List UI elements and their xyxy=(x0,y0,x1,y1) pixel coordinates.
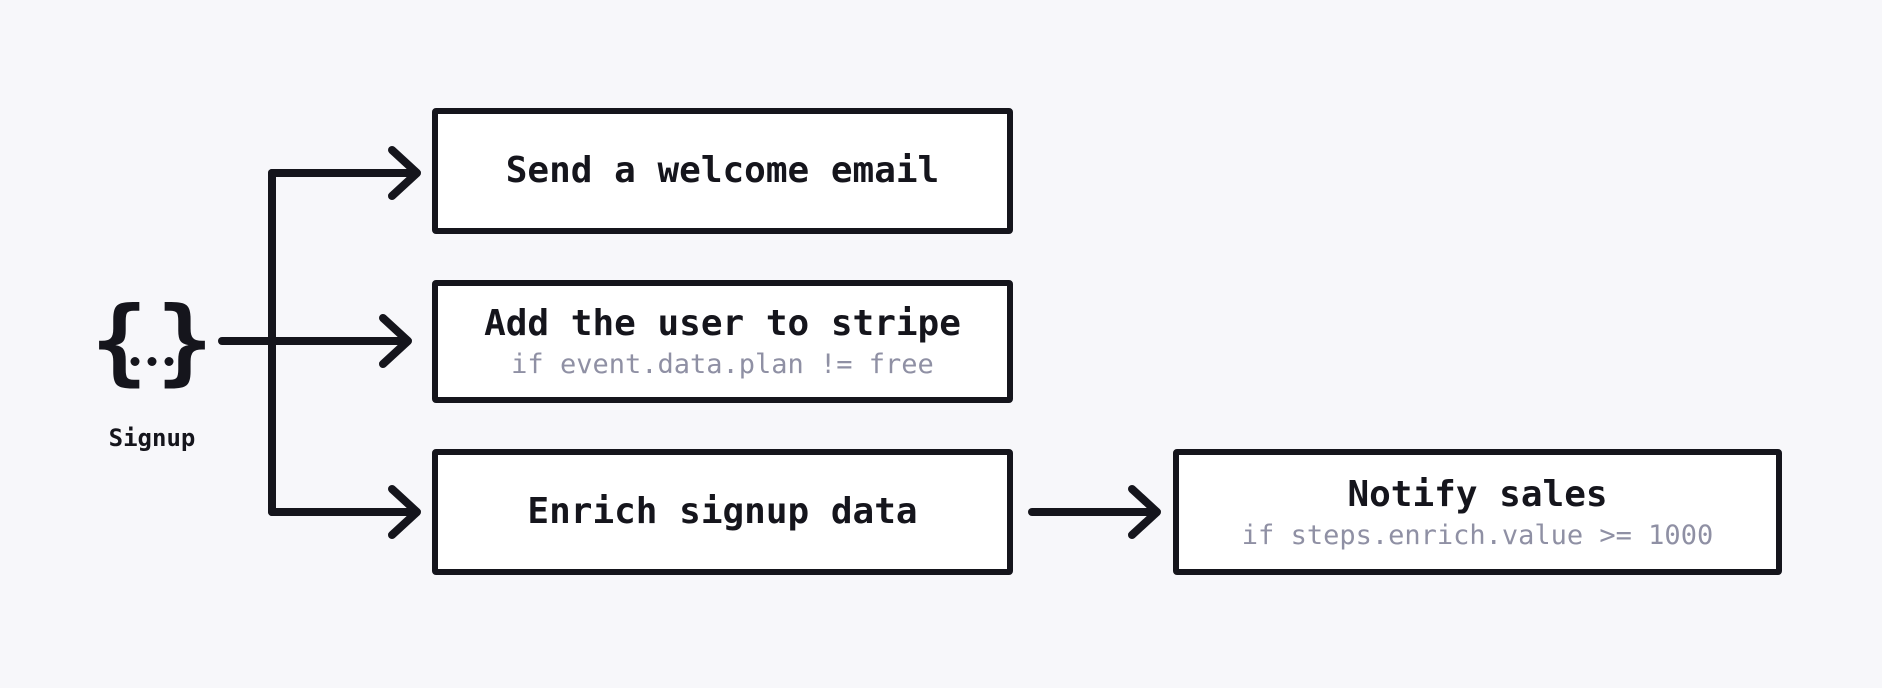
event-label: Signup xyxy=(108,424,196,452)
arrowhead-notify-step-icon xyxy=(1128,485,1161,539)
arrowhead-enrich-step-icon xyxy=(388,485,421,539)
left-brace-glyph: { xyxy=(91,287,148,396)
step-notify-sales: Notify sales if steps.enrich.value >= 10… xyxy=(1173,449,1782,575)
step-condition: if steps.enrich.value >= 1000 xyxy=(1241,519,1714,551)
step-title: Send a welcome email xyxy=(505,150,940,191)
ellipsis-dots xyxy=(130,357,174,366)
step-add-user-to-stripe: Add the user to stripe if event.data.pla… xyxy=(432,280,1013,403)
step-title: Add the user to stripe xyxy=(484,303,961,344)
arrowhead-stripe-step-icon xyxy=(379,314,412,368)
step-title: Notify sales xyxy=(1347,473,1608,515)
step-condition: if event.data.plan != free xyxy=(511,349,934,380)
step-title: Enrich signup data xyxy=(527,491,918,532)
right-brace-glyph: } xyxy=(156,287,213,396)
step-enrich-signup-data: Enrich signup data xyxy=(432,449,1013,575)
arrowhead-welcome-step-icon xyxy=(388,146,421,200)
step-send-welcome-email: Send a welcome email xyxy=(432,108,1013,234)
curly-braces-ellipsis-icon: { } xyxy=(91,295,213,389)
